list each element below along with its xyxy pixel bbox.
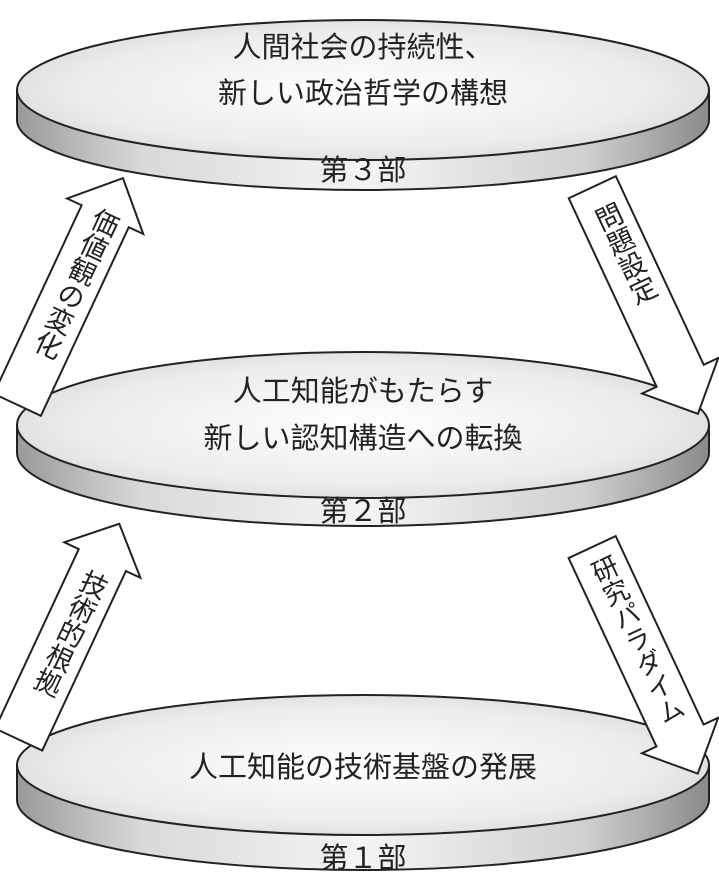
part-2-label: 第２部 bbox=[319, 494, 406, 528]
disc-top bbox=[16, 19, 710, 161]
disc-part-3: 人間社会の持続性、 新しい政治哲学の構想 第３部 bbox=[16, 19, 710, 191]
arrow-down-icon bbox=[567, 174, 719, 416]
arrow-down-icon bbox=[567, 534, 719, 775]
disc-top bbox=[16, 351, 710, 499]
disc-part-2: 人工知能がもたらす 新しい認知構造への転換 第２部 bbox=[16, 351, 710, 528]
arrow-up-icon bbox=[0, 176, 146, 418]
disc-part-1: 人工知能の技術基盤の発展 第１部 bbox=[16, 694, 710, 875]
disc-2-line-1: 人工知能がもたらす bbox=[233, 374, 493, 408]
disc-top bbox=[16, 694, 710, 836]
disc-1-line-1: 人工知能の技術基盤の発展 bbox=[189, 750, 537, 784]
disc-3-line-2: 新しい政治哲学の構想 bbox=[218, 76, 508, 110]
arrow-technical-basis: 技術的根拠 bbox=[0, 522, 143, 752]
part-1-label: 第１部 bbox=[319, 841, 406, 875]
disc-3-line-1: 人間社会の持続性、 bbox=[232, 30, 493, 64]
disc-2-line-2: 新しい認知構造への転換 bbox=[203, 421, 522, 455]
part-3-label: 第３部 bbox=[319, 153, 406, 187]
arrow-up-icon bbox=[0, 522, 143, 752]
